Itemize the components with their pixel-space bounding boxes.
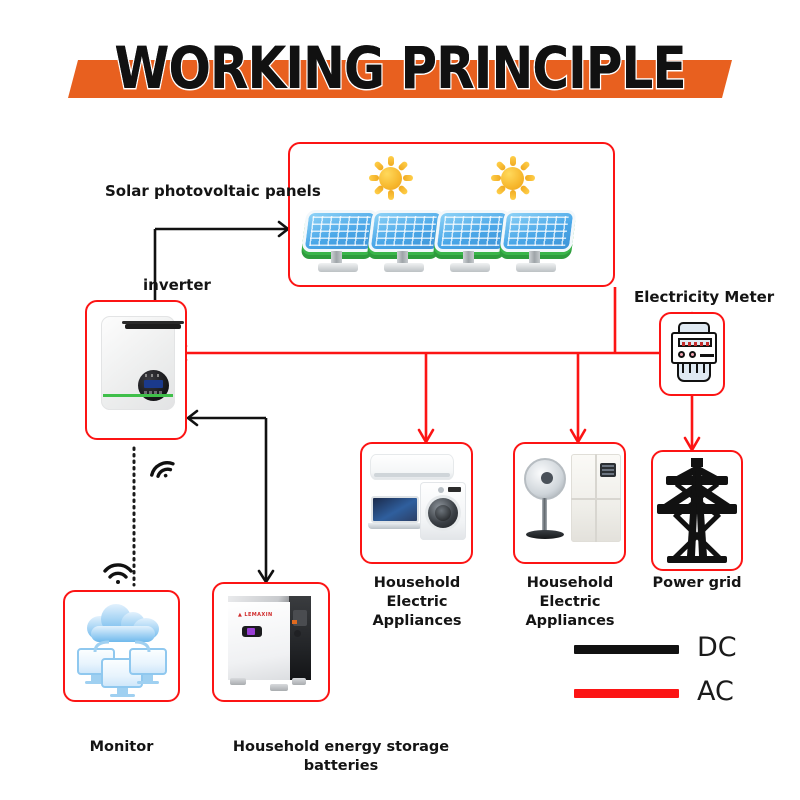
power-grid-caption: Power grid: [637, 574, 757, 593]
monitor-base: [110, 694, 135, 697]
inverter-status-stripe: [103, 394, 173, 397]
batteries-caption-line1: Household energy storage batteries: [232, 739, 450, 774]
power-grid-box[interactable]: [651, 450, 743, 571]
solar-panel-icon: [433, 204, 511, 278]
electricity-meter-box[interactable]: [659, 312, 725, 396]
appliances-1-caption-line1: Household Electric: [373, 575, 461, 610]
power-pylon-icon: [657, 458, 737, 563]
cloud-icon: [87, 602, 159, 642]
battery-brand-mark: ▲ LEMAXIN: [238, 612, 273, 618]
monitor-caption: Monitor: [60, 738, 183, 757]
appliances-1-caption-line2: Appliances: [372, 613, 462, 629]
page-title-outline: WORKING PRINCIPLE: [113, 33, 688, 104]
batteries-caption: Household energy storage batteries: [196, 738, 486, 776]
dc-wire-inverter-to-battery: [185, 409, 275, 585]
batteries-box[interactable]: ▲ LEMAXIN: [212, 582, 330, 702]
laptop-icon: [368, 496, 422, 532]
sun-icon: [490, 156, 535, 200]
legend-label-dc: DC: [697, 632, 737, 663]
solar-panel-icon: [301, 204, 379, 278]
ac-wire-meter-to-grid: [683, 396, 701, 453]
inverter-label: inverter: [143, 276, 211, 294]
electricity-meter-label: Electricity Meter: [634, 288, 775, 306]
monitor-stand: [143, 675, 153, 683]
wifi-icon: [103, 563, 133, 584]
monitor-box[interactable]: [63, 590, 180, 702]
ac-wire-bus: [173, 344, 692, 362]
air-conditioner-icon: [370, 454, 454, 480]
legend-label-ac: AC: [697, 676, 734, 707]
refrigerator-icon: [571, 454, 621, 542]
appliances-1-caption: Household Electric Appliances: [353, 574, 481, 631]
monitor-base: [85, 681, 107, 684]
solar-panel-icon: [367, 204, 445, 278]
wifi-icon: [150, 461, 175, 478]
legend-swatch-dc: [574, 645, 679, 654]
appliances-2-caption-line1: Household Electric: [526, 575, 614, 610]
title-banner: [68, 60, 732, 98]
ac-wire-bus-to-appliances-1: [417, 353, 435, 445]
inverter-box[interactable]: [85, 300, 187, 440]
monitor-link-lines: [93, 640, 151, 653]
monitor-stand: [91, 675, 101, 683]
sun-icon: [368, 156, 413, 200]
page-title: WORKING PRINCIPLE: [114, 34, 686, 102]
monitor-base: [137, 681, 159, 684]
monitor-stand: [117, 688, 128, 697]
appliances-1-box[interactable]: [360, 442, 473, 564]
solar-panels-label: Solar photovoltaic panels: [105, 182, 321, 200]
washing-machine-icon: [420, 482, 466, 540]
battery-cabinet-icon: ▲ LEMAXIN: [218, 590, 324, 694]
legend-swatch-ac: [574, 689, 679, 698]
power-grid-caption-line1: Power grid: [652, 575, 742, 591]
solar-panels-box[interactable]: [288, 142, 615, 287]
electricity-meter-icon: [671, 322, 717, 384]
solar-panel-icon: [499, 204, 577, 278]
pedestal-fan-icon: [521, 458, 569, 542]
ac-wire-bus-to-appliances-2: [569, 353, 587, 445]
appliances-2-box[interactable]: [513, 442, 626, 564]
monitor-caption-line1: Monitor: [89, 739, 154, 755]
appliances-2-caption-line2: Appliances: [525, 613, 615, 629]
appliances-2-caption: Household Electric Appliances: [506, 574, 634, 631]
